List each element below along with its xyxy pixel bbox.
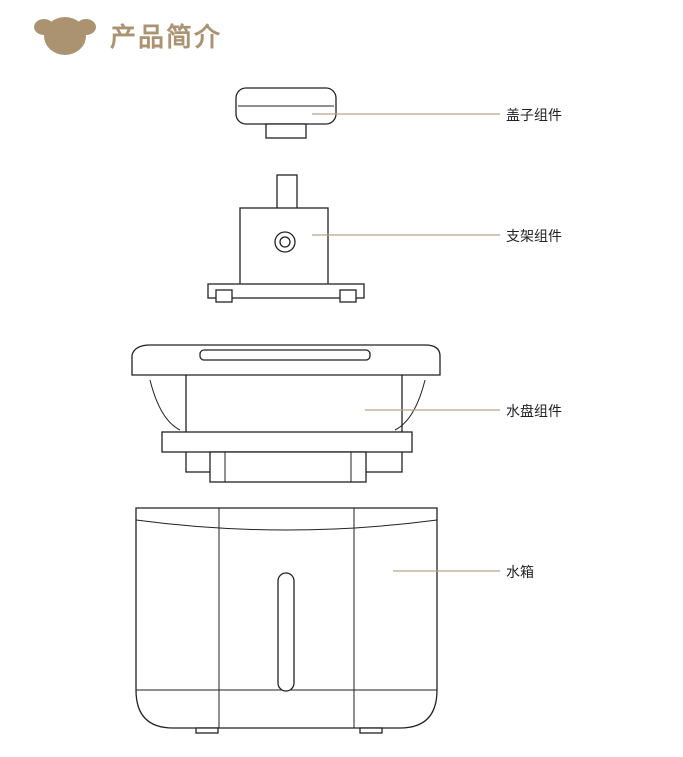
part-label-water-tank: 水箱 [506, 565, 534, 581]
part-label-water-tray: 水盘组件 [506, 404, 562, 420]
part-label-lid: 盖子组件 [506, 108, 562, 124]
bear-head-icon [34, 17, 96, 55]
lid-assembly-drawing [235, 87, 337, 139]
section-header: 产品简介 [34, 14, 222, 56]
water-tank-drawing [135, 507, 438, 734]
page-title: 产品简介 [110, 22, 223, 53]
stand-assembly-drawing [207, 174, 365, 303]
part-label-stand: 支架组件 [506, 229, 562, 245]
water-tray-assembly-drawing [131, 344, 441, 483]
